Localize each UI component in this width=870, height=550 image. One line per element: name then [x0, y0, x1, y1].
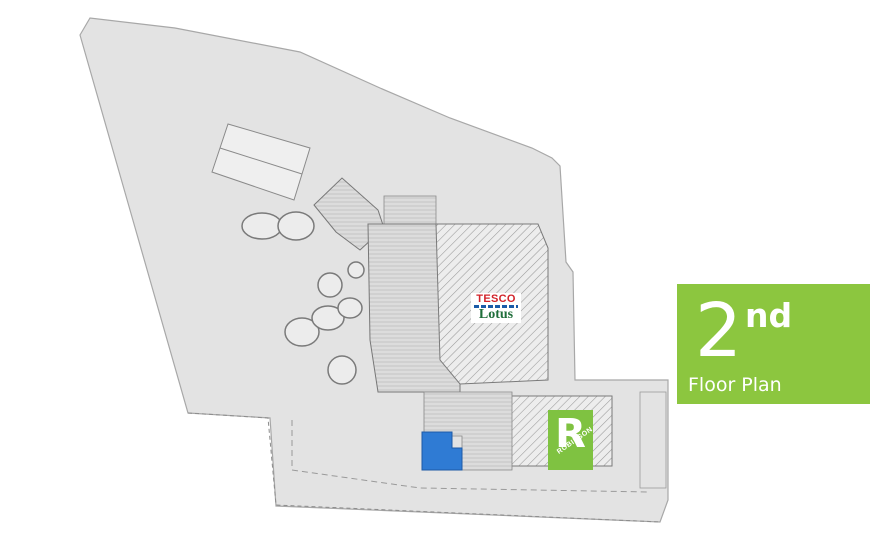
- tesco-lotus-logo: TESCO Lotus: [471, 293, 521, 323]
- robinson-mark: R: [555, 411, 586, 457]
- floor-badge: 2 nd Floor Plan: [677, 284, 870, 404]
- parking-divider: [219, 147, 303, 175]
- floor-number: 2: [695, 288, 742, 374]
- parking-area: [211, 123, 311, 201]
- floor-ordinal: nd: [745, 296, 793, 335]
- ring-structures: [241, 211, 365, 385]
- road-dashes: [291, 420, 651, 493]
- site-boundary-dashes: [187, 412, 661, 523]
- floor-plan-label: Floor Plan: [688, 374, 782, 396]
- highlighted-unit: [421, 431, 463, 471]
- tesco-logo-top: TESCO: [476, 293, 516, 305]
- east-annex: [639, 391, 667, 489]
- tesco-stripe-icon: [474, 305, 518, 308]
- tesco-logo-bottom: Lotus: [478, 307, 514, 322]
- robinson-logo: R ROBINSON: [548, 410, 594, 470]
